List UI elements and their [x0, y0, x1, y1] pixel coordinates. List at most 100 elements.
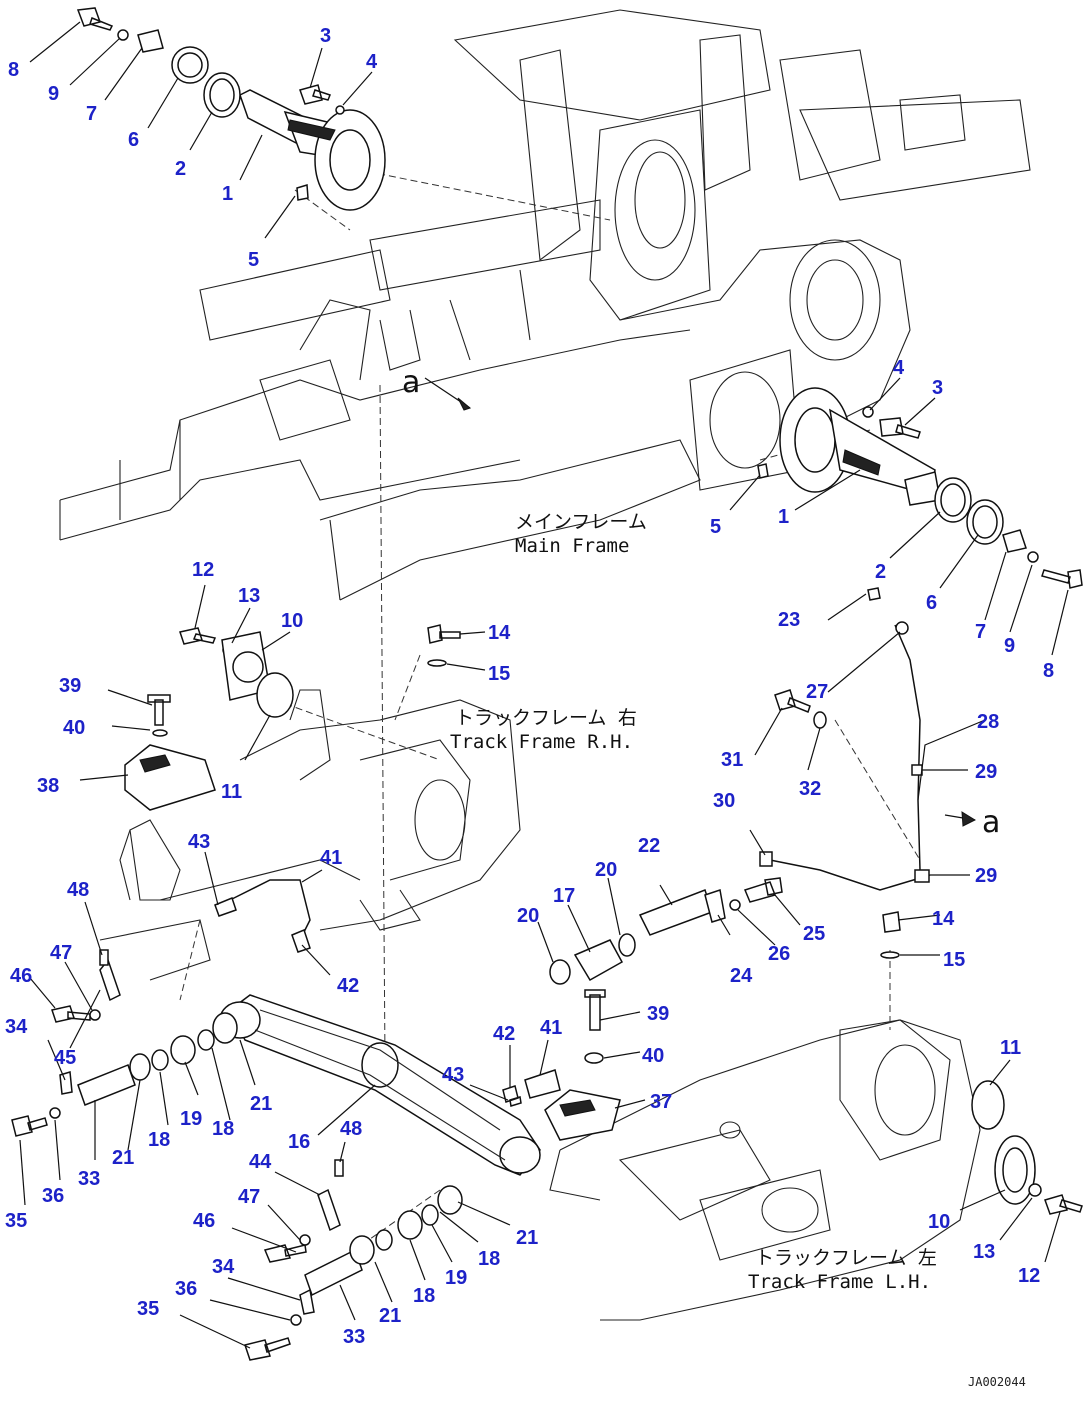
callout-number: 26: [768, 943, 790, 965]
callout-number: 16: [288, 1131, 310, 1153]
callout-number: 18: [148, 1129, 170, 1151]
callout-number: 9: [48, 83, 59, 105]
callout-number: 21: [250, 1093, 272, 1115]
callout-number: 1: [778, 506, 789, 528]
callout-number: 3: [932, 377, 943, 399]
callout-number: 35: [137, 1298, 159, 1320]
bracket-38: [124, 744, 216, 811]
callout-number: 46: [193, 1210, 215, 1232]
callout-number: 6: [926, 592, 937, 614]
callout-number: 18: [212, 1118, 234, 1140]
callout-number: 20: [595, 859, 617, 881]
callout-number: 47: [50, 942, 72, 964]
callout-number: 14: [932, 908, 955, 930]
callout-number: 29: [975, 865, 997, 887]
callout-number: 2: [875, 561, 886, 583]
callout-number: 20: [517, 905, 539, 927]
track-frame-rh-label-jp: トラックフレーム 右: [455, 707, 637, 729]
callout-number: 24: [730, 965, 753, 987]
callout-number: 47: [238, 1186, 260, 1208]
callout-number: 34: [5, 1016, 28, 1038]
callout-number: 45: [54, 1047, 76, 1069]
callout-number: 5: [248, 249, 259, 271]
drawing-code: JA002044: [968, 1375, 1026, 1389]
callout-number: 21: [516, 1227, 538, 1249]
callout-number: 13: [238, 585, 260, 607]
callout-number: 13: [973, 1241, 995, 1263]
callout-number: 7: [86, 103, 97, 125]
track-frame-rh-drawing: [99, 689, 521, 981]
callout-number: 32: [799, 778, 821, 800]
callout-number: 15: [488, 663, 510, 685]
callout-number: 7: [975, 621, 986, 643]
callout-number: 1: [222, 183, 233, 205]
callout-number: 46: [10, 965, 32, 987]
frame-labels: メインフレーム Main Frame トラックフレーム 右 Track Fram…: [402, 365, 1026, 1389]
parts: [11, 7, 1083, 1361]
callout-number: 12: [192, 559, 214, 581]
callout-number: 2: [175, 158, 186, 180]
callout-number: 11: [1000, 1037, 1021, 1059]
callout-number: 3: [320, 25, 331, 47]
callout-number: 48: [340, 1118, 362, 1140]
reference-a-lower: a: [982, 805, 1000, 840]
callout-number: 21: [379, 1305, 401, 1327]
callout-number: 39: [647, 1003, 669, 1025]
bolt-8-upper: [76, 7, 114, 31]
callout-number: 6: [128, 129, 139, 151]
callout-number: 8: [8, 59, 19, 81]
track-frame-lh-label-en: Track Frame L.H.: [748, 1271, 931, 1293]
callout-number: 8: [1043, 660, 1054, 682]
callout-number: 9: [1004, 635, 1015, 657]
callout-number: 22: [638, 835, 660, 857]
leader-lines: [19, 21, 1069, 1349]
callout-number: 25: [803, 923, 825, 945]
callout-number: 17: [553, 885, 575, 907]
callout-number: 36: [175, 1278, 197, 1300]
callout-numbers: 8 9 7 6 2 1 3 4 5 4 3 5 1 2 6 7 9 8 12 1…: [5, 25, 1054, 1348]
callout-number: 36: [42, 1185, 64, 1207]
callout-number: 48: [67, 879, 89, 901]
main-frame-label-jp: メインフレーム: [515, 511, 647, 533]
callout-number: 43: [442, 1064, 464, 1086]
callout-number: 37: [650, 1091, 672, 1113]
callout-number: 42: [493, 1023, 515, 1045]
callout-number: 41: [320, 847, 342, 869]
callout-number: 5: [710, 516, 721, 538]
track-frame-lh-label-jp: トラックフレーム 左: [755, 1247, 937, 1269]
reference-a-upper: a: [402, 365, 420, 400]
callout-number: 33: [78, 1168, 100, 1190]
callout-number: 44: [249, 1151, 272, 1173]
hose-28: [894, 624, 921, 871]
track-frame-rh-label-en: Track Frame R.H.: [450, 731, 633, 753]
callout-number: 21: [112, 1147, 134, 1169]
callout-number: 38: [37, 775, 59, 797]
callout-number: 29: [975, 761, 997, 783]
callout-number: 35: [5, 1210, 27, 1232]
callout-number: 11: [221, 781, 242, 803]
callout-number: 19: [445, 1267, 467, 1289]
callout-number: 31: [721, 749, 743, 771]
callout-number: 43: [188, 831, 210, 853]
callout-number: 4: [893, 357, 905, 379]
callout-number: 18: [413, 1285, 435, 1307]
callout-number: 14: [488, 622, 511, 644]
callout-number: 10: [928, 1211, 950, 1233]
callout-number: 19: [180, 1108, 202, 1130]
callout-number: 12: [1018, 1265, 1040, 1287]
callout-number: 27: [806, 681, 828, 703]
callout-number: 40: [63, 717, 85, 739]
callout-number: 40: [642, 1045, 664, 1067]
callout-number: 34: [212, 1256, 235, 1278]
cover-10-lower: [994, 1135, 1036, 1205]
callout-number: 18: [478, 1248, 500, 1270]
main-frame-label-en: Main Frame: [515, 535, 629, 557]
callout-number: 28: [977, 711, 999, 733]
hose-41-upper: [229, 879, 311, 941]
callout-number: 39: [59, 675, 81, 697]
callout-number: 23: [778, 609, 800, 631]
callout-number: 33: [343, 1326, 365, 1348]
callout-number: 4: [366, 51, 378, 73]
